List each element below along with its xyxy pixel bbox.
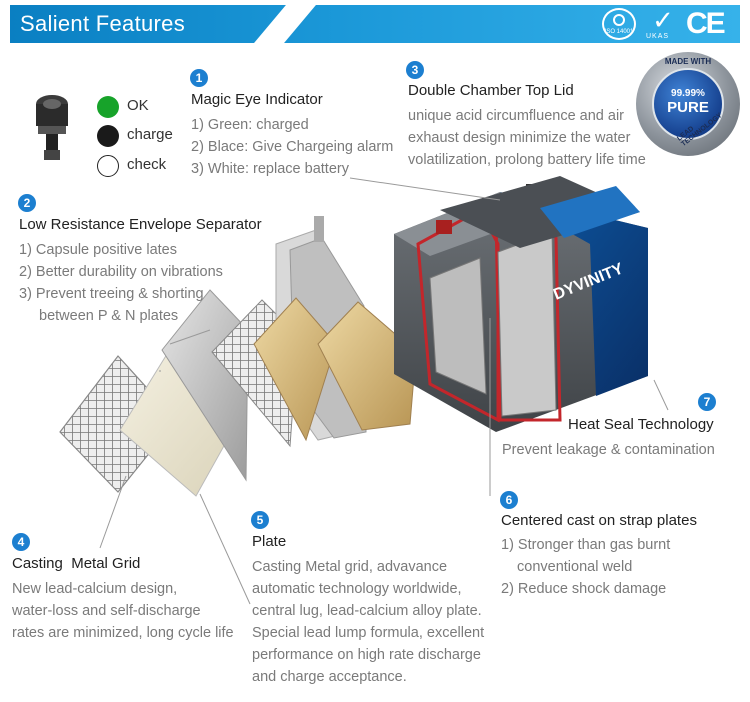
feature-2-title: Low Resistance Envelope Separator: [19, 216, 262, 233]
feature-6-line: 2) Reduce shock damage: [501, 581, 667, 597]
feature-2-line: 3) Prevent treeing & shorting: [19, 286, 204, 302]
magic-eye-device-icon: [36, 95, 68, 160]
feature-5-line: performance on high rate discharge: [252, 647, 481, 663]
page-title: Salient Features: [20, 11, 185, 36]
feature-5-line: Casting Metal grid, advavance: [252, 559, 448, 575]
feature-3-line: volatilization, prolong battery life tim…: [408, 152, 646, 168]
feature-3-badge: 3: [406, 61, 424, 79]
feature-4-badge: 4: [12, 533, 30, 551]
ukas-label: UKAS: [646, 33, 670, 40]
feature-5-line: and charge acceptance.: [252, 669, 407, 685]
feature-5-line: central lug, lead-calcium alloy plate.: [252, 603, 482, 619]
feature-2-line: 2) Better durability on vibrations: [19, 264, 223, 280]
feature-2-badge: 2: [18, 194, 36, 212]
iso-14001-icon: ISO 14001: [602, 8, 636, 40]
ce-mark: CE: [686, 7, 726, 40]
feature-5-title: Plate: [252, 533, 287, 550]
leader-lines: [99, 177, 669, 605]
feature-3-line: unique acid circumfluence and air: [408, 108, 625, 124]
seal-percent: 99.99%: [671, 88, 705, 99]
gold-plate-2: [317, 301, 417, 431]
seal-pure: PURE: [667, 99, 709, 116]
battery-body: DYVINITY: [394, 176, 648, 432]
pure-lead-seal: MADE WITH 99.99% PURE LEAD TECHNOLOGY: [636, 52, 740, 156]
legend-charge-label: charge: [127, 126, 173, 143]
feature-2-line: 1) Capsule positive lates: [19, 242, 177, 258]
legend-check-label: check: [127, 156, 167, 173]
feature-2-line: between P & N plates: [39, 308, 179, 324]
feature-1-line: 3) White: replace battery: [191, 161, 349, 177]
header-banner: Salient Features ISO 14001 ✓ UKAS CE: [0, 0, 750, 46]
feature-6-line: 1) Stronger than gas burnt: [501, 537, 671, 553]
feature-6-title: Centered cast on strap plates: [501, 512, 697, 529]
feature-7-badge: 7: [698, 393, 716, 411]
feature-6-line: conventional weld: [517, 559, 633, 575]
feature-5-line: Special lead lump formula, excellent: [252, 625, 485, 641]
feature-3-title: Double Chamber Top Lid: [408, 82, 574, 99]
feature-1-line: 1) Green: charged: [191, 117, 309, 133]
legend-ok-label: OK: [127, 97, 149, 114]
feature-4-line: rates are minimized, long cycle life: [12, 625, 234, 641]
feature-6-badge: 6: [500, 491, 518, 509]
feature-5-badge: 5: [251, 511, 269, 529]
feature-4-line: New lead-calcium design,: [12, 581, 178, 597]
feature-1-line: 2) Blace: Give Chargeing alarm: [191, 139, 394, 155]
feature-1-badge: 1: [190, 69, 208, 87]
feature-4-line: water-loss and self-discharge: [12, 603, 201, 619]
legend-ok-dot: [97, 96, 119, 118]
seal-center: [652, 68, 724, 140]
seal-made-with: MADE WITH: [664, 57, 712, 66]
ukas-check-icon: ✓: [652, 5, 674, 35]
feature-7-title: Heat Seal Technology: [568, 416, 714, 433]
feature-5-line: automatic technology worldwide,: [252, 581, 462, 597]
feature-1-title: Magic Eye Indicator: [191, 91, 323, 108]
legend-charge-dot: [97, 125, 119, 147]
feature-4-title: Casting Metal Grid: [12, 555, 141, 572]
legend-check-dot: [97, 155, 119, 177]
iso-label: ISO 14001: [604, 29, 634, 35]
iso-flower-icon: [613, 14, 625, 26]
feature-3-line: exhaust design minimize the water: [408, 130, 631, 146]
feature-7-line: Prevent leakage & contamination: [502, 442, 715, 458]
